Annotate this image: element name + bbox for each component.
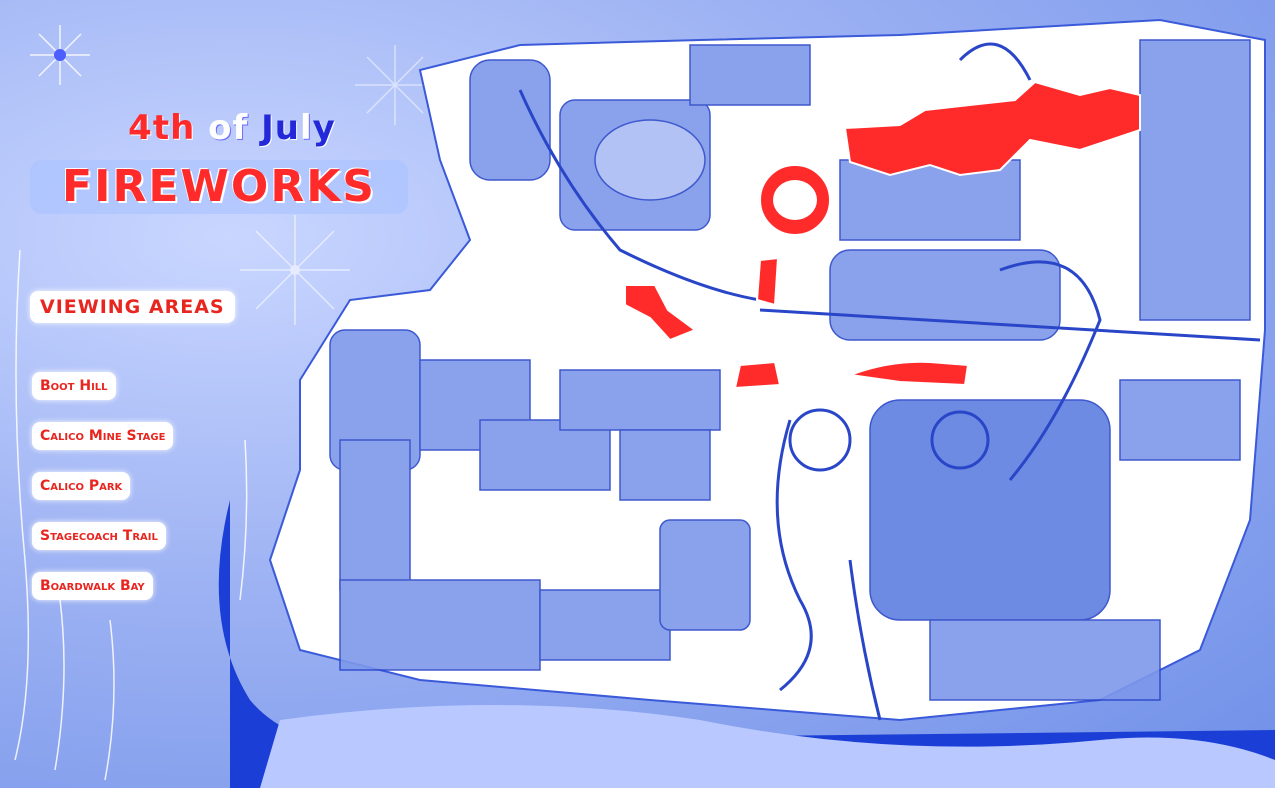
coaster-tracks [518, 42, 1261, 721]
viewing-area-boardwalk-bay [843, 80, 1141, 177]
title-part-y: y [312, 108, 336, 148]
viewing-area-item-stagecoach-trail[interactable]: Stagecoach Trail [32, 522, 166, 550]
title-part-of: of [195, 108, 262, 148]
title-part-l: l [299, 108, 313, 148]
title-part-ju: Ju [261, 108, 300, 148]
lower-bank [260, 705, 1275, 788]
viewing-area-calico-mine-stage [624, 284, 698, 342]
viewing-area-stagecoach-trail [755, 256, 780, 307]
viewing-area-upper-midway [849, 360, 970, 387]
title-part-4th: 4th [128, 108, 196, 148]
attractions [329, 39, 1251, 701]
event-title-line1: 4th of July [82, 108, 382, 148]
viewing-area-boot-hill [733, 360, 782, 390]
viewing-area-item-calico-park[interactable]: Calico Park [32, 472, 131, 500]
event-title-fireworks: FIREWORKS [30, 160, 408, 214]
viewing-area-item-boardwalk-bay[interactable]: Boardwalk Bay [32, 572, 153, 600]
viewing-areas-heading: VIEWING AREAS [30, 291, 235, 323]
viewing-area-markers [624, 80, 1141, 390]
fireworks-decoration [14, 25, 435, 781]
viewing-area-item-boot-hill[interactable]: Boot Hill [32, 372, 116, 400]
viewing-area-item-calico-mine-stage[interactable]: Calico Mine Stage [32, 422, 174, 450]
